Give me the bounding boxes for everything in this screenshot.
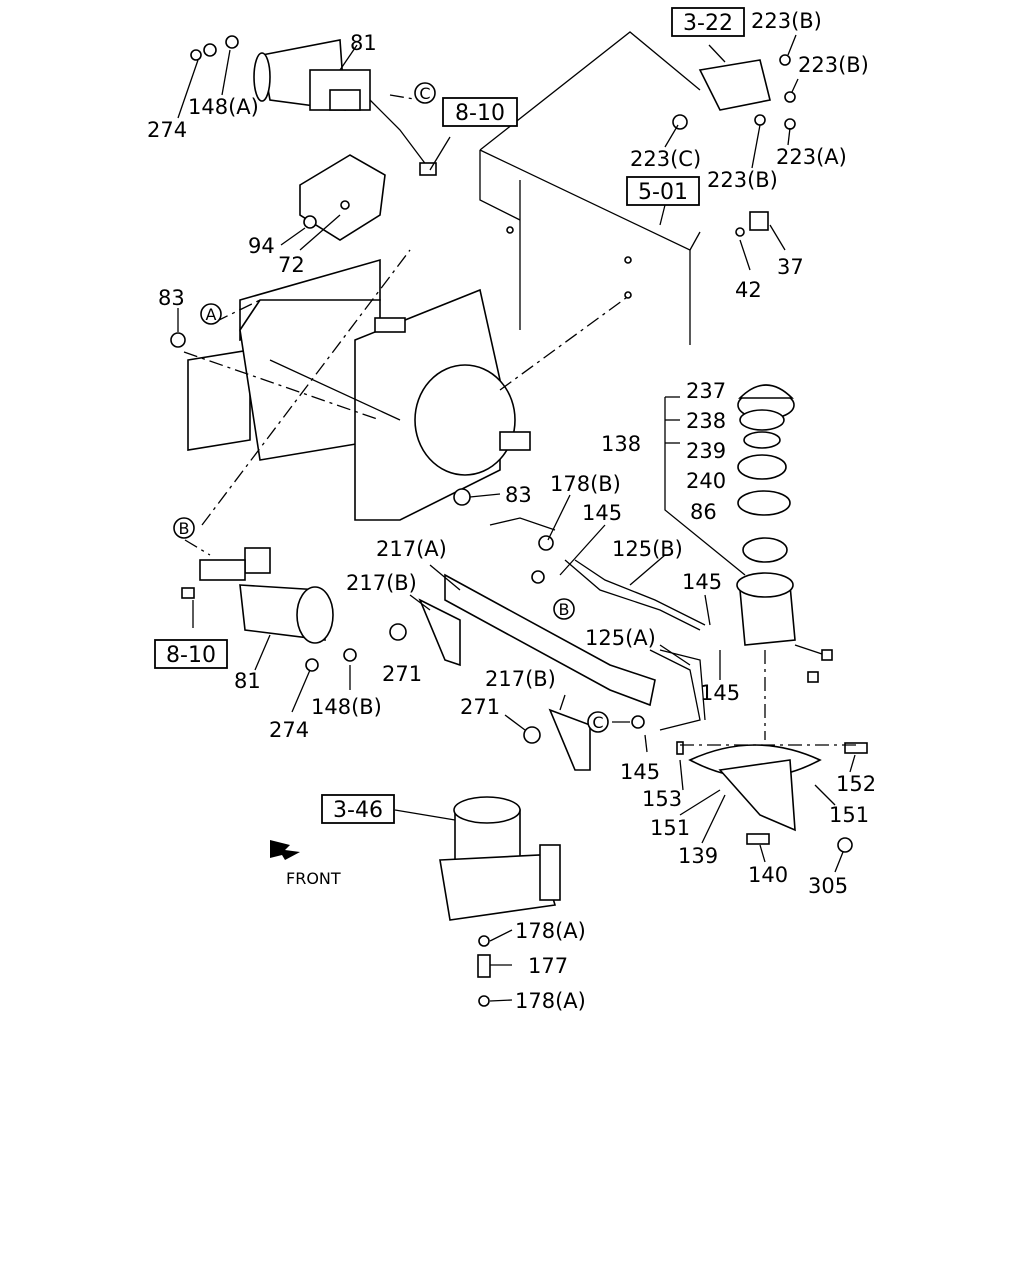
callout-b-left: B — [173, 517, 195, 539]
label-151-left: 151 — [650, 816, 690, 840]
ref-3-46: 3-46 — [321, 794, 395, 824]
label-86: 86 — [690, 500, 717, 524]
label-223a: 223(A) — [776, 145, 847, 169]
label-239: 239 — [686, 439, 726, 463]
svg-text:3-22: 3-22 — [683, 11, 733, 36]
callout-a: A — [200, 303, 222, 325]
frame-rail — [479, 31, 701, 345]
label-271-a: 271 — [382, 662, 422, 686]
bracket-94-72 — [299, 154, 386, 241]
svg-text:3-46: 3-46 — [333, 798, 383, 823]
callout-c-mid: C — [587, 711, 609, 733]
label-37: 37 — [777, 255, 804, 279]
label-140: 140 — [748, 863, 788, 887]
ref-3-22: 3-22 — [671, 7, 745, 37]
label-223b-2: 223(B) — [798, 53, 869, 77]
label-274-bottom: 274 — [269, 718, 309, 742]
label-83-left: 83 — [158, 286, 185, 310]
label-178a-bottom: 178(A) — [515, 989, 586, 1013]
svg-text:8-10: 8-10 — [166, 643, 216, 668]
svg-text:B: B — [179, 519, 190, 538]
label-274-top: 274 — [147, 118, 187, 142]
main-air-tank — [170, 258, 531, 521]
label-145-d: 145 — [620, 760, 660, 784]
callout-c-top: C — [414, 82, 436, 104]
label-125a: 125(A) — [585, 626, 656, 650]
label-237: 237 — [686, 379, 726, 403]
svg-text:B: B — [559, 600, 570, 619]
label-217a: 217(A) — [376, 537, 447, 561]
ref-5-01: 5-01 — [626, 176, 700, 206]
label-145-a: 145 — [582, 501, 622, 525]
label-125b: 125(B) — [612, 537, 683, 561]
svg-text:8-10: 8-10 — [455, 101, 505, 126]
label-138: 138 — [601, 432, 641, 456]
label-178b: 178(B) — [550, 472, 621, 496]
ref-8-10-top: 8-10 — [442, 97, 518, 127]
label-271-b: 271 — [460, 695, 500, 719]
label-305: 305 — [808, 874, 848, 898]
label-145-c: 145 — [700, 681, 740, 705]
label-152: 152 — [836, 772, 876, 796]
air-dryer-3-46 — [439, 796, 561, 1007]
valve-cluster-3-22 — [672, 54, 796, 237]
label-42: 42 — [735, 278, 762, 302]
ref-8-10-bottom: 8-10 — [154, 639, 228, 669]
label-139: 139 — [678, 844, 718, 868]
label-177: 177 — [528, 954, 568, 978]
label-223b-1: 223(B) — [751, 9, 822, 33]
label-217b-2: 217(B) — [485, 667, 556, 691]
svg-text:A: A — [206, 305, 217, 324]
label-217b-1: 217(B) — [346, 571, 417, 595]
label-178a-top: 178(A) — [515, 919, 586, 943]
part-labels: 81 274 148(A) 94 72 83 83 223(B) 223(B) … — [147, 9, 876, 1013]
label-238: 238 — [686, 409, 726, 433]
svg-text:C: C — [419, 84, 430, 103]
lower-tank-81 — [181, 547, 357, 672]
leader-lines — [177, 34, 860, 1002]
label-145-b: 145 — [682, 570, 722, 594]
label-223c: 223(C) — [630, 147, 701, 171]
label-72: 72 — [278, 253, 305, 277]
reservoir-stack — [664, 384, 833, 683]
front-label: FRONT — [286, 869, 341, 888]
front-arrow-icon — [270, 840, 300, 860]
label-151-right: 151 — [829, 803, 869, 827]
reservoir-bracket — [676, 741, 868, 853]
upper-tank-81 — [190, 35, 437, 176]
label-83-right: 83 — [505, 483, 532, 507]
label-81-top: 81 — [350, 31, 377, 55]
label-94: 94 — [248, 234, 275, 258]
label-223b-3: 223(B) — [707, 168, 778, 192]
label-153: 153 — [642, 787, 682, 811]
svg-text:5-01: 5-01 — [638, 180, 688, 205]
callout-b-right: B — [553, 598, 575, 620]
label-81-bottom: 81 — [234, 669, 261, 693]
svg-text:C: C — [592, 713, 603, 732]
label-148a: 148(A) — [188, 95, 259, 119]
label-148b: 148(B) — [311, 695, 382, 719]
label-240: 240 — [686, 469, 726, 493]
